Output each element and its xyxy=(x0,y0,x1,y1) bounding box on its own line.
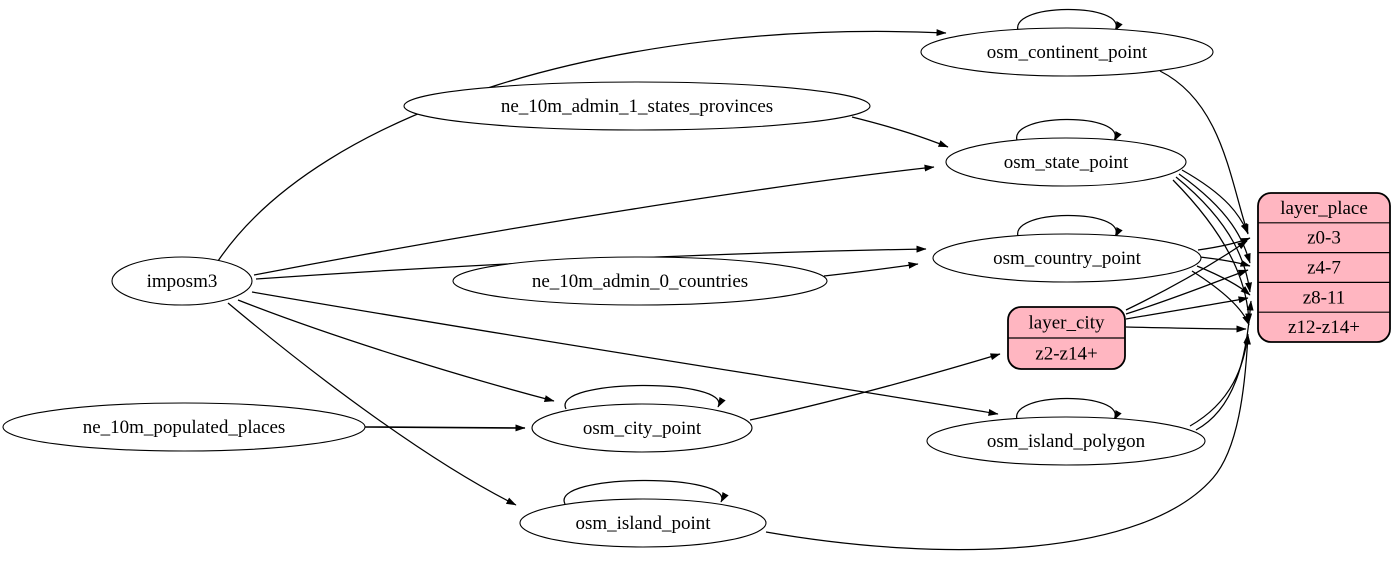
layer_place-row-label-z4-7: z4-7 xyxy=(1307,258,1341,279)
edge-imposm3-to-osm_state_point xyxy=(253,164,935,276)
osm_island_point-label: osm_island_point xyxy=(575,513,711,534)
edge-osm_island_point-to-layer_place-z12-z14+ xyxy=(765,334,1251,551)
edge-osm_country_point-to-layer_place-z8-11 xyxy=(1196,265,1251,296)
edges-layer xyxy=(217,8,1254,551)
node-osm_country_point: osm_country_point xyxy=(932,233,1202,283)
osm_continent_point-ellipse-shape xyxy=(920,27,1214,77)
edge-osm_country_point-to-layer_place-z4-7 xyxy=(1199,256,1251,267)
node-ne_10m_admin_1_states_provinces: ne_10m_admin_1_states_provinces xyxy=(403,81,871,131)
edge-osm_continent_point-to-layer_place-z0-3 xyxy=(1159,70,1249,235)
osm_island_point-ellipse-shape xyxy=(519,498,767,548)
osm_city_point-label: osm_city_point xyxy=(583,418,702,439)
edge-imposm3-to-osm_island_polygon xyxy=(251,291,999,416)
edge-imposm3-to-osm_island_point xyxy=(227,302,517,506)
edge-osm_continent_point-to-osm_continent_point-self-loop xyxy=(1017,8,1123,34)
node-osm_city_point: osm_city_point xyxy=(531,403,753,453)
layer_city-row-label-z2-z14+: z2-z14+ xyxy=(1035,344,1097,365)
edge-ne_10m_populated_places-to-osm_city_point xyxy=(364,424,526,432)
edge-layer_city-to-layer_place-z4-7 xyxy=(1125,269,1249,315)
osm_state_point-label: osm_state_point xyxy=(1004,152,1129,173)
node-ne_10m_populated_places: ne_10m_populated_places xyxy=(2,402,366,452)
node-osm_island_point: osm_island_point xyxy=(519,498,767,548)
node-imposm3: imposm3 xyxy=(111,256,253,306)
edge-osm_city_point-to-layer_city-z2-z14+ xyxy=(749,353,1001,421)
node-osm_state_point: osm_state_point xyxy=(945,137,1187,187)
edge-osm_island_polygon-to-layer_place-z8-11 xyxy=(1195,300,1254,431)
layer_place-row-label-z8-11: z8-11 xyxy=(1303,287,1346,308)
osm_city_point-ellipse-shape xyxy=(531,403,753,453)
edge-imposm3-to-osm_continent_point xyxy=(217,29,947,262)
edge-osm_city_point-to-osm_city_point-self-loop xyxy=(564,384,726,410)
edge-layer_city-to-layer_place-z12-z14+ xyxy=(1125,325,1247,333)
ne_10m_populated_places-ellipse-shape xyxy=(2,402,366,452)
osm_island_polygon-label: osm_island_polygon xyxy=(987,431,1146,452)
edge-ne_10m_admin_0_countries-to-osm_country_point xyxy=(823,261,919,277)
edge-layer_city-to-layer_place-z8-11 xyxy=(1125,296,1249,320)
edge-osm_country_point-to-osm_country_point-self-loop xyxy=(1017,214,1123,240)
edge-osm_state_point-to-layer_place-z4-7 xyxy=(1178,173,1251,264)
edge-osm_island_point-to-osm_island_point-self-loop xyxy=(563,479,729,505)
osm_state_point-ellipse-shape xyxy=(945,137,1187,187)
node-layer_city: layer_city z2-z14+ xyxy=(1007,306,1126,370)
edge-layer_city-to-layer_place-z0-3 xyxy=(1125,240,1248,311)
edge-imposm3-to-osm_city_point xyxy=(237,299,555,402)
ne_10m_populated_places-label: ne_10m_populated_places xyxy=(83,417,286,438)
nodes-layer: imposm3 ne_10m_admin_1_states_provincesne… xyxy=(2,27,1391,548)
edge-osm_state_point-to-layer_place-z0-3 xyxy=(1181,169,1249,234)
layer_place-row-label-z0-3: z0-3 xyxy=(1307,228,1341,249)
edge-osm_state_point-to-layer_place-z8-11 xyxy=(1175,176,1253,293)
imposm3-ellipse-shape xyxy=(111,256,253,306)
layer_place-record-shape xyxy=(1257,192,1391,343)
layer_city-header-label: layer_city xyxy=(1029,313,1105,334)
osm_island_polygon-ellipse-shape xyxy=(926,416,1206,466)
osm_continent_point-label: osm_continent_point xyxy=(987,42,1148,63)
ne_10m_admin_1_states_provinces-ellipse-shape xyxy=(403,81,871,131)
edge-osm_state_point-to-osm_state_point-self-loop xyxy=(1016,118,1122,144)
node-osm_island_polygon: osm_island_polygon xyxy=(926,416,1206,466)
osm_country_point-label: osm_country_point xyxy=(993,248,1141,269)
node-osm_continent_point: osm_continent_point xyxy=(920,27,1214,77)
edge-osm_island_polygon-to-osm_island_polygon-self-loop xyxy=(1016,397,1122,423)
osm_country_point-ellipse-shape xyxy=(932,233,1202,283)
imposm3-label: imposm3 xyxy=(147,271,218,292)
layer_place-row-label-z12-z14+: z12-z14+ xyxy=(1288,317,1360,338)
node-layer_place: layer_place z0-3 z4-7 z8-11 z12-z14+ xyxy=(1257,192,1391,343)
edge-ne_10m_admin_1_states_provinces-to-osm_state_point xyxy=(851,116,949,148)
ne_10m_admin_1_states_provinces-label: ne_10m_admin_1_states_provinces xyxy=(501,96,773,117)
layer_place-header-label: layer_place xyxy=(1280,198,1368,219)
ne_10m_admin_0_countries-ellipse-shape xyxy=(452,256,828,306)
node-ne_10m_admin_0_countries: ne_10m_admin_0_countries xyxy=(452,256,828,306)
ne_10m_admin_0_countries-label: ne_10m_admin_0_countries xyxy=(532,271,748,292)
edge-osm_country_point-to-layer_place-z0-3 xyxy=(1197,237,1251,251)
edge-osm_state_point-to-layer_place-z12-z14+ xyxy=(1172,179,1253,324)
